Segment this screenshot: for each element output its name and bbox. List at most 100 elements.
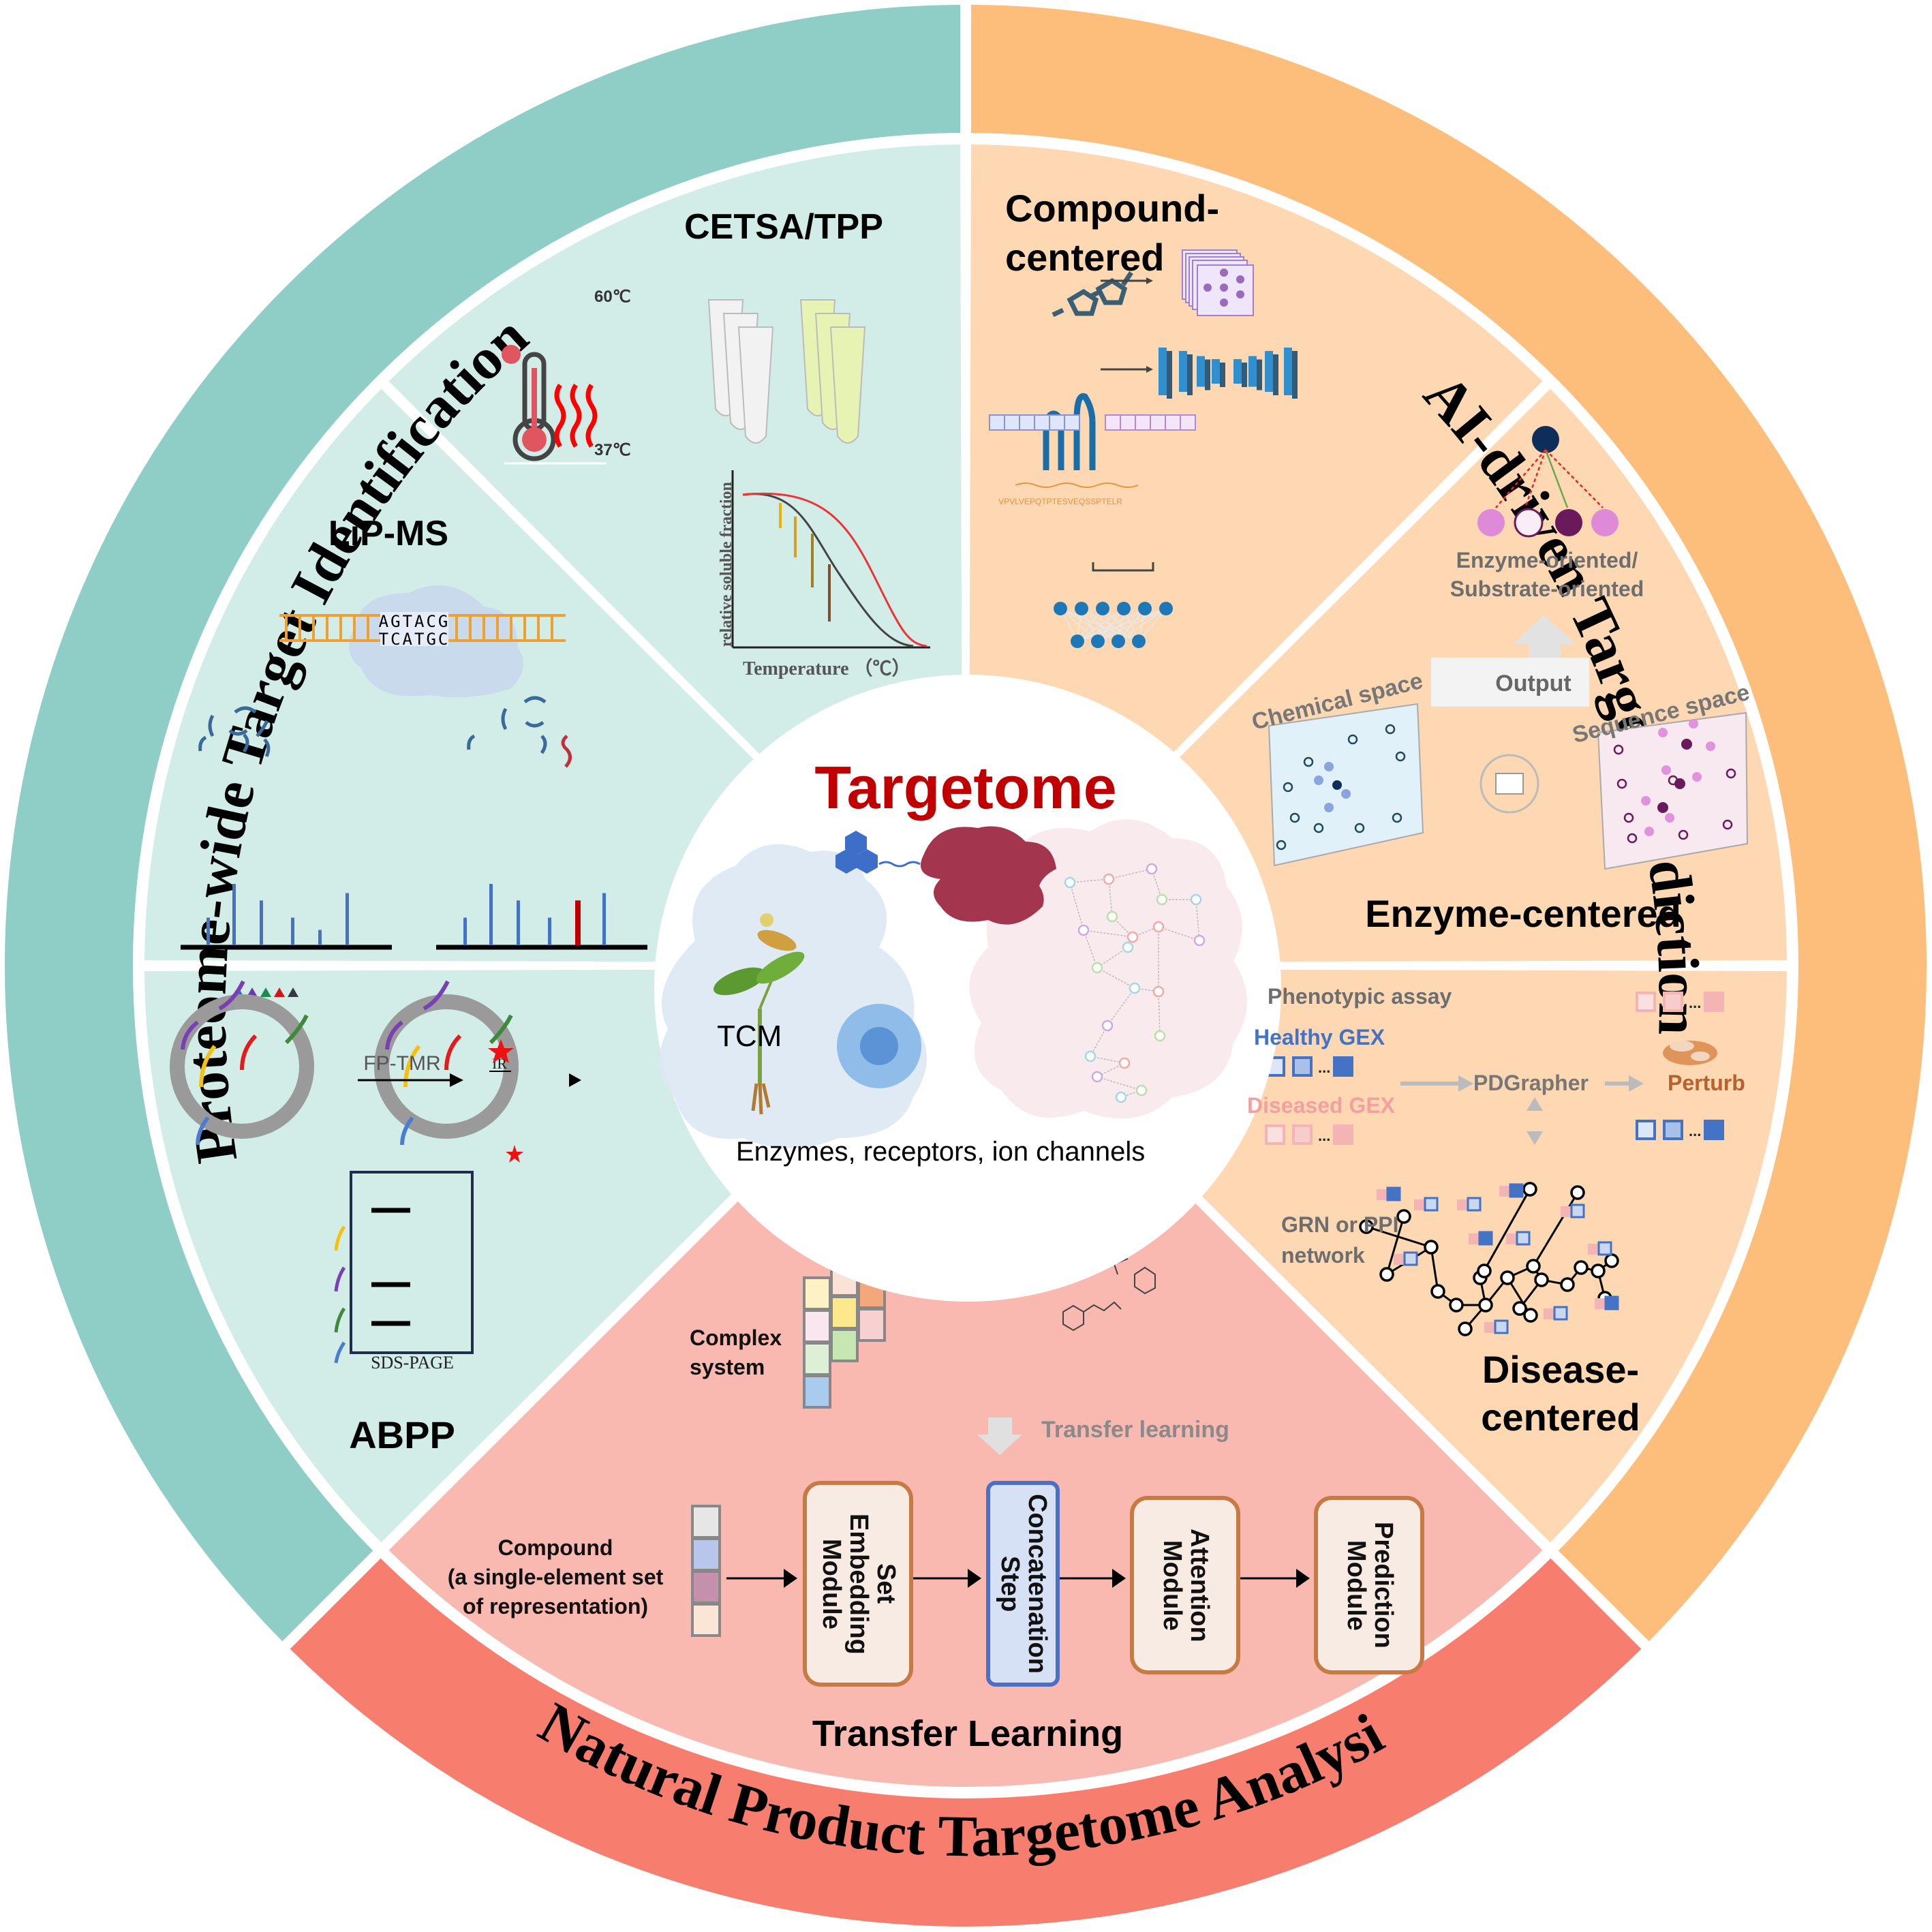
compound-input-label: Compound (a single-element set of repres… <box>443 1533 668 1622</box>
network-edge <box>1479 1189 1531 1278</box>
nn-edge <box>1138 608 1167 642</box>
cnn-layer-side <box>1220 363 1225 387</box>
gex-square <box>1292 1124 1313 1145</box>
target-network-node <box>1101 1019 1114 1032</box>
seq-neighbor <box>1658 728 1668 737</box>
gex-square <box>1333 1056 1353 1077</box>
seq-point <box>1627 833 1638 844</box>
matrix-cell <box>803 1276 831 1310</box>
module-label-line: Attention <box>1184 1528 1214 1642</box>
target-network-node <box>1115 1091 1127 1103</box>
target-network-node <box>1152 985 1165 998</box>
ai-reader-icon <box>1479 754 1539 814</box>
network-node <box>1478 1298 1493 1313</box>
cnn-layer <box>1179 351 1187 392</box>
target-network-node <box>1103 873 1115 885</box>
nn-node <box>1091 634 1105 648</box>
matrix-cell <box>857 1308 886 1342</box>
compound-vector-cell <box>691 1537 721 1571</box>
gex-pair-diseased <box>1516 1231 1531 1246</box>
nn-edge <box>1097 608 1167 642</box>
network-node <box>1560 1277 1575 1292</box>
target-network-edge <box>1097 967 1135 989</box>
nn-edge <box>1118 608 1167 642</box>
gex-pair-diseased <box>1403 1251 1418 1266</box>
gex-pair-diseased <box>1553 1306 1568 1321</box>
plot-ylabel: relative soluble fraction <box>717 482 735 647</box>
ellipsis: ... <box>1318 1059 1330 1076</box>
curve-treated <box>742 492 927 647</box>
nn-node <box>1159 602 1173 615</box>
target-network-edge <box>1108 868 1152 880</box>
nn-edge <box>1077 608 1146 642</box>
vector-cell <box>1165 414 1181 431</box>
ellipsis: ... <box>1689 1122 1701 1139</box>
vector-cell <box>989 414 1005 431</box>
matrix-cell <box>830 1328 859 1362</box>
seq-point <box>1613 744 1624 755</box>
target-network-node <box>1146 863 1158 875</box>
peptide-fragments-left <box>198 706 271 758</box>
network-node <box>1604 1253 1619 1268</box>
compound-title: Compound- centered <box>1005 184 1219 281</box>
target-network-node <box>1091 962 1103 974</box>
network-edge <box>1430 1246 1439 1292</box>
target-network-icon <box>1064 863 1206 1103</box>
peptide-fragments-right <box>467 696 547 754</box>
cnn-layer <box>1212 359 1220 384</box>
gex-pair-diseased <box>1604 1295 1619 1310</box>
probe-label: FP-TMR <box>363 1052 440 1075</box>
vector-cell <box>1135 414 1151 431</box>
cnn-layer <box>1265 351 1273 392</box>
compound-line1: Compound <box>497 1535 613 1560</box>
spectrum-peak <box>206 917 210 945</box>
chemical-space-panel <box>1268 703 1424 867</box>
center-circle <box>654 675 1281 1302</box>
gex-pair-diseased <box>1467 1197 1482 1212</box>
gex-square <box>1292 1056 1313 1077</box>
nn-node <box>1111 634 1125 648</box>
chem-point <box>1289 812 1300 823</box>
chem-neighbor <box>1324 803 1334 812</box>
ms-spectrum-right <box>463 884 606 945</box>
target-network-edge <box>1158 926 1200 941</box>
thermometer-icon <box>502 345 556 461</box>
ring-right-sector <box>971 5 1927 1642</box>
seq-point <box>1623 812 1634 823</box>
gex-square <box>1704 1120 1724 1140</box>
spectrum-peak <box>260 900 263 945</box>
network-line2: network <box>1281 1242 1365 1268</box>
module-label-line: Step <box>996 1555 1024 1612</box>
module-label-line: Prediction <box>1368 1522 1398 1649</box>
module-label-line: Set <box>871 1563 900 1604</box>
network-node <box>1574 1260 1589 1275</box>
gex-square <box>1704 992 1724 1012</box>
gex-square <box>1333 1124 1353 1145</box>
seq-neighbor <box>1661 765 1671 775</box>
seq-query <box>1674 778 1685 789</box>
matrix-cell <box>803 1309 831 1343</box>
network-node <box>1522 1182 1537 1197</box>
seq-point <box>1722 819 1733 830</box>
matrix-cell <box>803 1342 831 1376</box>
nn-node <box>1096 602 1109 615</box>
gex-square <box>1663 992 1683 1012</box>
target-network-edge <box>1107 987 1135 1026</box>
target-network-node <box>1156 893 1168 906</box>
seq-neighbor <box>1692 772 1702 782</box>
vector-cell <box>1049 414 1065 431</box>
chem-query <box>1332 780 1342 790</box>
complex-system-label: Complex system <box>690 1323 782 1382</box>
flow-arrow-head <box>1296 1569 1310 1588</box>
molecule-icon <box>1052 271 1133 318</box>
root-node <box>1532 426 1559 453</box>
gex-pair-healthy <box>1414 1199 1425 1210</box>
network-edge <box>1532 1192 1579 1267</box>
gex-pair-diseased <box>1597 1241 1612 1256</box>
vector-cell <box>1004 414 1020 431</box>
gex-square <box>1636 992 1656 1012</box>
